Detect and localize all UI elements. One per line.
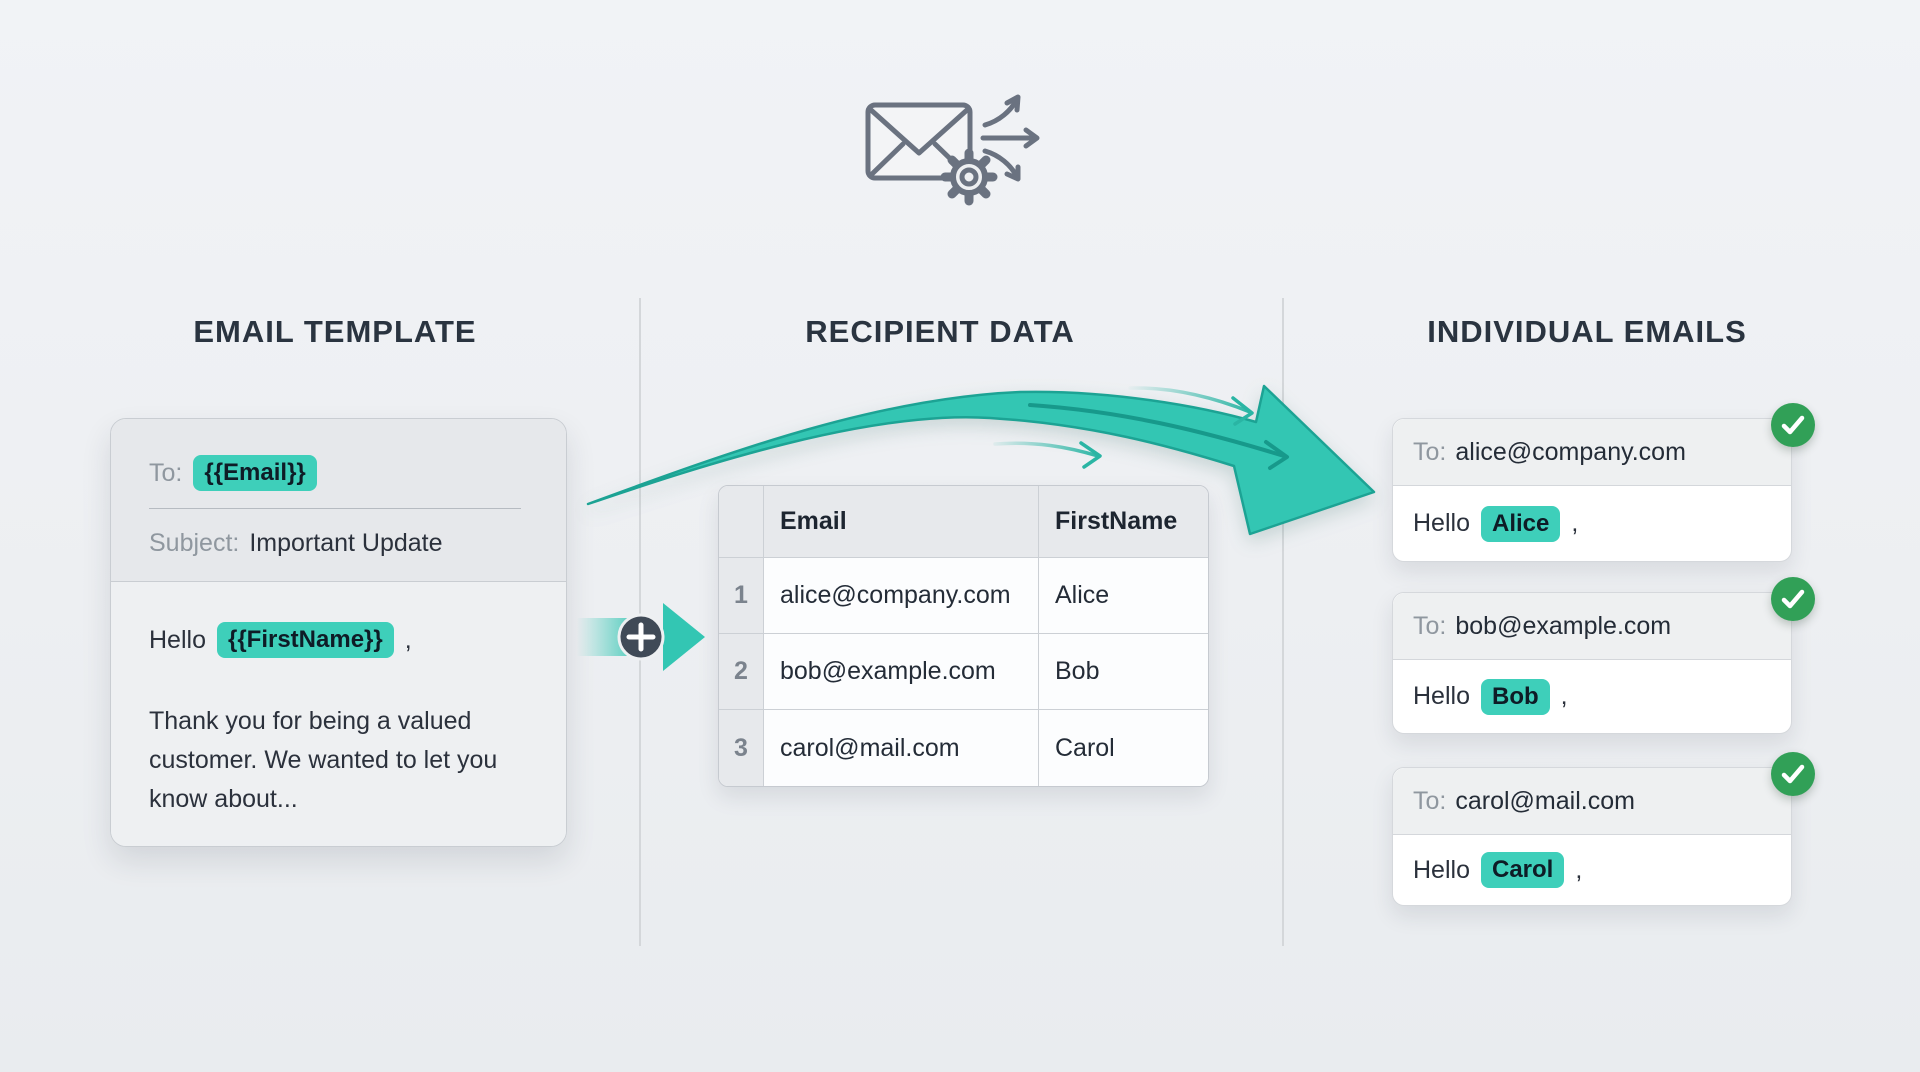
thin-arrow-upper [1128,386,1254,426]
header-divider [149,508,521,509]
gear-icon [940,148,998,206]
email-card-header: To: alice@company.com [1393,419,1791,486]
greeting-comma: , [1575,855,1583,884]
template-body-text: Thank you for being a valued customer. W… [149,707,498,813]
merge-plus-connector [577,603,705,671]
greeting-prefix: Hello [1413,682,1470,710]
to-address: carol@mail.com [1455,786,1635,815]
right-arrowhead-icon [663,603,705,671]
template-greeting-row: Hello {{FirstName}} , [149,622,412,658]
subject-label: Subject: [149,529,240,557]
success-check-icon [1771,752,1815,796]
to-label: To: [1413,786,1447,815]
cell-email: bob@example.com [764,634,1039,710]
firstname-value-chip: Bob [1480,678,1550,715]
recipient-data-table: Email FirstName 1 alice@company.com Alic… [718,485,1209,787]
email-variable-chip: {{Email}} [193,455,317,491]
mail-merge-icon [865,94,1040,206]
greeting-prefix: Hello [1413,855,1470,884]
plus-circle-icon [617,613,665,661]
firstname-variable-chip: {{FirstName}} [216,622,394,658]
to-address: alice@company.com [1455,437,1686,466]
individual-email-card: To: bob@example.com Hello Bob , [1392,577,1815,734]
subject-value: Important Update [249,529,443,557]
email-card-header: To: bob@example.com [1393,593,1791,660]
column-header-email: Email [764,486,1039,558]
success-check-icon [1771,577,1815,621]
to-label: To: [1413,611,1447,640]
thin-arrow-lower [993,441,1102,469]
to-address: bob@example.com [1455,611,1672,640]
success-check-icon [1771,403,1815,447]
template-card-header: To: {{Email}} Subject: Important Update [111,419,566,582]
row-number: 2 [719,634,764,710]
template-subject-row: Subject: Important Update [149,529,443,558]
email-card-body: Hello Alice , [1393,486,1791,561]
section-divider [1282,298,1284,946]
section-divider [639,298,641,946]
fading-band [577,618,635,656]
email-card-body: Hello Bob , [1393,660,1791,733]
email-card-header: To: carol@mail.com [1393,768,1791,835]
template-card-body: Hello {{FirstName}} , Thank you for bein… [111,582,566,846]
to-label: To: [1413,437,1447,466]
email-template-card: To: {{Email}} Subject: Important Update … [110,418,567,847]
template-to-row: To: {{Email}} [149,455,317,491]
plus-icon [626,622,656,652]
recipient-section-title: RECIPIENT DATA [805,314,1075,349]
to-label: To: [149,458,183,487]
cell-email: carol@mail.com [764,710,1039,786]
individual-email-card: To: alice@company.com Hello Alice , [1392,403,1815,562]
individual-email-card: To: carol@mail.com Hello Carol , [1392,752,1815,906]
row-number: 1 [719,558,764,634]
greeting-prefix: Hello [149,625,206,654]
cell-firstname: Alice [1039,558,1208,634]
greeting-comma: , [1560,682,1568,710]
row-number: 3 [719,710,764,786]
template-section-title: EMAIL TEMPLATE [193,314,477,349]
cell-firstname: Carol [1039,710,1208,786]
envelope-icon [865,102,973,181]
table-corner-cell [719,486,764,558]
greeting-prefix: Hello [1413,509,1470,537]
greeting-comma: , [1571,509,1579,537]
firstname-value-chip: Alice [1480,505,1561,542]
individual-section-title: INDIVIDUAL EMAILS [1427,314,1747,349]
cell-firstname: Bob [1039,634,1208,710]
firstname-value-chip: Carol [1480,852,1565,888]
column-header-firstname: FirstName [1039,486,1208,558]
greeting-comma: , [404,625,412,654]
email-card-body: Hello Carol , [1393,835,1791,905]
cell-email: alice@company.com [764,558,1039,634]
